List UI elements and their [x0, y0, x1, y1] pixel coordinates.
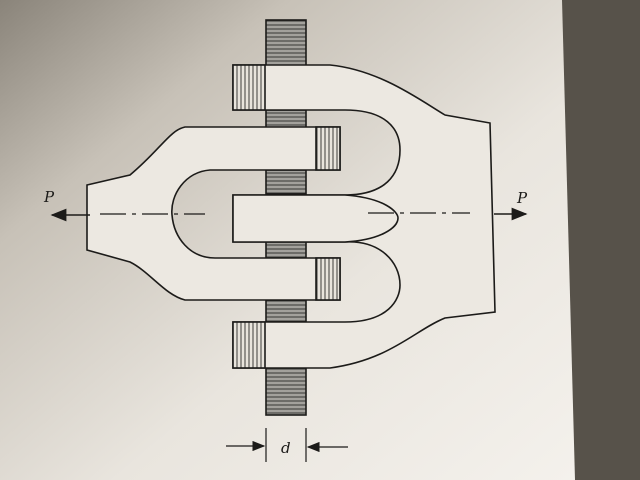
pin-bottom-end: [265, 362, 307, 416]
pin-diameter-label: d: [281, 439, 291, 457]
pin-gap-4: [265, 299, 307, 323]
pin-top-end: [265, 19, 307, 67]
right-member-tongue: [232, 194, 399, 243]
right-member-bottom-end: [232, 321, 266, 369]
pinned-joint-diagram: [50, 19, 528, 462]
pin-gap-1: [265, 109, 307, 129]
right-member-top-end: [232, 64, 266, 111]
load-label-right: P: [516, 189, 528, 207]
left-member-upper-end: [315, 126, 341, 171]
left-member: [86, 126, 341, 301]
left-member-lower-end: [315, 257, 341, 301]
load-label-left: P: [43, 188, 55, 206]
pin-gap-2: [265, 169, 307, 195]
pin: [265, 19, 307, 416]
